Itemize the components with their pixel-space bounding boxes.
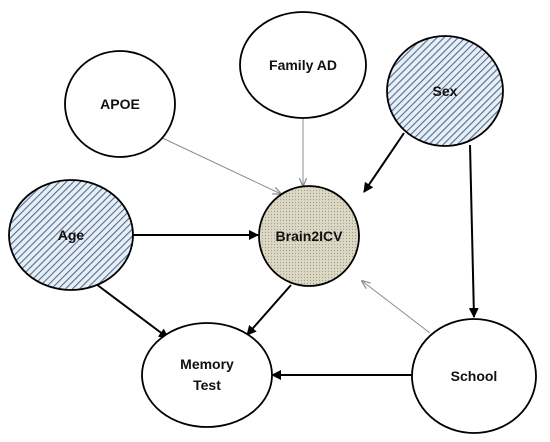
node-memory-test-label-line1: Memory <box>180 356 234 372</box>
edge-sex-to-brain2icv <box>363 132 405 193</box>
node-family-ad-label: Family AD <box>269 57 337 73</box>
edge-sex-to-school <box>468 144 479 318</box>
node-brain2icv-label: Brain2ICV <box>276 228 344 244</box>
edge-age-to-memory-test <box>95 283 169 339</box>
edge-apoe-to-brain2icv <box>155 134 281 194</box>
node-sex-label: Sex <box>433 83 458 99</box>
node-age-label: Age <box>58 227 85 243</box>
node-memory-test-label-line2: Test <box>193 377 221 393</box>
node-family-ad: Family AD <box>239 11 367 119</box>
node-brain2icv: Brain2ICV <box>258 185 360 287</box>
node-school-label: School <box>451 368 498 384</box>
node-age: Age <box>8 179 134 291</box>
node-memory-test: Memory Test <box>141 322 273 428</box>
node-apoe-label: APOE <box>100 96 140 112</box>
node-apoe: APOE <box>64 50 176 158</box>
node-school: School <box>411 318 537 434</box>
edge-brain2icv-to-memory-test <box>246 284 292 336</box>
edge-school-to-brain2icv <box>362 281 431 334</box>
node-sex: Sex <box>386 35 504 147</box>
